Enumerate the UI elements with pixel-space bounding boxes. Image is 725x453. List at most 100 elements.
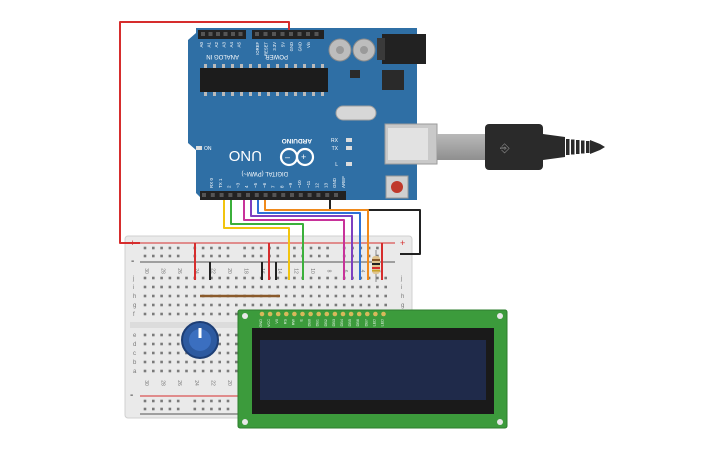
breadboard-hole [226, 369, 230, 373]
column-number: 12 [292, 268, 298, 274]
breadboard-hole [176, 369, 180, 373]
wire-yellow [223, 200, 290, 280]
chip-leg [231, 64, 234, 68]
row-letter: i [133, 285, 134, 291]
lcd-pin [259, 311, 265, 317]
breadboard-hole [152, 360, 155, 364]
lcd-pin [356, 311, 362, 317]
breadboard-hole [210, 360, 213, 364]
column-number: 22 [209, 268, 215, 274]
led-label: ON [204, 146, 212, 152]
wire-purple [250, 200, 353, 280]
breadboard-hole [160, 333, 163, 337]
led [346, 138, 352, 142]
breadboard-hole [235, 333, 238, 337]
breadboard-hole [226, 303, 230, 307]
breadboard-hole [384, 303, 387, 307]
breadboard-hole [168, 276, 172, 280]
breadboard-hole [185, 276, 188, 280]
rail-hole [168, 399, 172, 403]
breadboard-hole [276, 285, 280, 289]
rail-minus-label-bottom: - [130, 390, 133, 401]
breadboard-hole [201, 285, 205, 289]
breadboard-hole [143, 285, 147, 289]
rail-hole [193, 399, 197, 403]
chip-leg [222, 92, 225, 96]
breadboard-hole [367, 303, 371, 307]
header-pin [237, 193, 242, 197]
lcd-pin-label: DB1 [316, 319, 320, 326]
rail-hole [160, 399, 163, 403]
led-label: RX [331, 138, 339, 144]
wire-green [230, 200, 304, 280]
breadboard-hole [351, 294, 354, 298]
breadboard-hole [235, 285, 238, 289]
column-number: 10 [309, 268, 315, 274]
digital-pin-label: 7 [271, 185, 276, 188]
breadboard-hole [218, 342, 221, 346]
rail-hole [251, 254, 255, 258]
header-pin [307, 193, 312, 197]
chip-legs [204, 64, 324, 96]
rail-hole [143, 246, 147, 250]
header-pin [316, 193, 321, 197]
breadboard-hole [326, 303, 329, 307]
header-pin [314, 32, 319, 36]
lcd-pin [324, 311, 330, 317]
row-letter: f [133, 312, 135, 318]
breadboard-hole [168, 312, 172, 316]
digital-pin-label: ~3 [235, 182, 240, 188]
rail-hole [210, 399, 213, 403]
potentiometer-knob-top[interactable] [189, 329, 211, 351]
breadboard-hole [210, 312, 213, 316]
potentiometer[interactable] [181, 321, 219, 359]
power-header-label: POWER [265, 53, 288, 59]
breadboard-hole [143, 312, 147, 316]
resistor-band-1 [372, 259, 380, 261]
usb-rib [581, 140, 585, 154]
row-letter: d [133, 342, 136, 348]
lcd-pin-label: DB6 [356, 319, 360, 326]
breadboard-hole [351, 303, 354, 307]
rail-hole [176, 254, 180, 258]
resistor-band-3 [372, 267, 380, 269]
breadboard-hole [210, 285, 213, 289]
row-letter: j [400, 276, 402, 282]
rail-hole [152, 407, 155, 411]
power-pin-label: RESET [264, 42, 269, 56]
rail-hole [226, 407, 230, 411]
breadboard-hole [168, 333, 172, 337]
chip-leg [204, 92, 207, 96]
chip-leg [285, 92, 288, 96]
row-letter: e [133, 333, 137, 339]
breadboard-hole [259, 303, 263, 307]
breadboard-hole [284, 276, 288, 280]
breadboard-hole [143, 276, 147, 280]
rail-hole [293, 246, 296, 250]
lcd-pin-label: DB4 [340, 319, 344, 326]
breadboard-hole [376, 294, 379, 298]
header-pin [290, 193, 294, 197]
breadboard-hole [309, 294, 313, 298]
wire-gnd-black [329, 200, 421, 255]
breadboard-hole [334, 285, 338, 289]
header-pin [255, 32, 259, 36]
breadboard-hole [301, 303, 304, 307]
breadboard-hole [210, 276, 213, 280]
breadboard-hole [160, 276, 163, 280]
rail-hole [218, 399, 221, 403]
breadboard-hole [318, 285, 321, 289]
breadboard-hole [318, 294, 321, 298]
chip-leg [222, 64, 225, 68]
rail-hole [210, 407, 213, 411]
row-letter: i [401, 285, 402, 291]
breadboard-hole [185, 294, 188, 298]
column-number: 30 [143, 380, 149, 386]
logo-plus: + [301, 152, 306, 162]
digital-pin-label: TX 1 [218, 178, 223, 188]
reset-button-cap[interactable] [391, 181, 403, 193]
chip-leg [294, 64, 297, 68]
resistor [372, 250, 380, 282]
